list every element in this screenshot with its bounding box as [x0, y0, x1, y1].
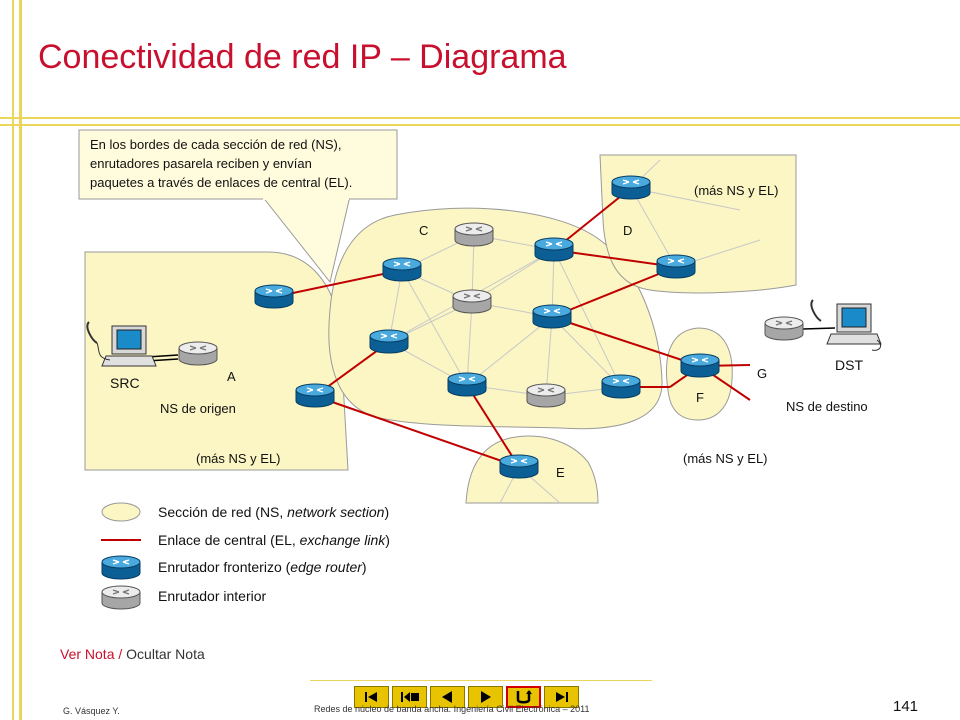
- label-mas-ns-top: (más NS y EL): [694, 183, 779, 198]
- last-page-icon: [556, 692, 568, 702]
- return-icon: [516, 690, 532, 704]
- label-dst: DST: [835, 357, 863, 373]
- left-bar-2: [19, 0, 22, 720]
- top-rule-1: [0, 117, 960, 119]
- hide-note-link[interactable]: Ocultar Nota: [126, 646, 205, 662]
- previous-slide-icon: [442, 691, 452, 703]
- edge-router: [254, 284, 294, 309]
- interior-router-g: [764, 316, 804, 341]
- edge-router: [611, 175, 651, 200]
- legend-edge-text: Enrutador fronterizo (edge router): [158, 559, 367, 575]
- dst-link: [802, 327, 836, 330]
- previous-section-button[interactable]: [392, 686, 427, 708]
- legend-link-text: Enlace de central (EL, exchange link): [158, 532, 390, 548]
- edge-router: [382, 257, 422, 282]
- callout-box: [78, 129, 398, 200]
- nav-rule: [310, 680, 652, 681]
- callout-line-1: En los bordes de cada sección de red (NS…: [90, 137, 341, 152]
- label-c: C: [419, 223, 428, 238]
- legend-section-text: Sección de red (NS, network section): [158, 504, 389, 520]
- page-number: 141: [893, 698, 919, 715]
- label-f: F: [696, 390, 704, 405]
- label-e: E: [556, 465, 565, 480]
- show-note-link[interactable]: Ver Nota: [60, 646, 115, 662]
- interior-router: [526, 383, 566, 408]
- edge-router: [532, 304, 572, 329]
- left-bar-1: [12, 0, 14, 720]
- return-button[interactable]: [506, 686, 541, 708]
- edge-router: [295, 383, 335, 408]
- legend-interior-text: Enrutador interior: [158, 588, 267, 604]
- label-a: A: [227, 369, 236, 384]
- page-title: Conectividad de red IP – Diagrama: [38, 38, 567, 76]
- edge-router: [680, 353, 720, 378]
- label-g: G: [757, 366, 767, 381]
- label-mas-ns-right: (más NS y EL): [683, 451, 768, 466]
- label-ns-destino: NS de destino: [786, 399, 868, 414]
- top-rule-2: [0, 124, 960, 126]
- legend-section-swatch: [101, 502, 141, 522]
- last-page-button[interactable]: [544, 686, 579, 708]
- first-page-icon: [365, 692, 377, 702]
- label-ns-origen: NS de origen: [160, 401, 236, 416]
- first-page-button[interactable]: [354, 686, 389, 708]
- footer-text: Redes de núcleo de banda ancha. Ingenier…: [314, 704, 590, 714]
- callout-line-3: paquetes a través de enlaces de central …: [90, 175, 352, 190]
- next-slide-icon: [481, 691, 491, 703]
- interior-router: [454, 222, 494, 247]
- edge-router: [499, 454, 539, 479]
- author: G. Vásquez Y.: [63, 706, 120, 716]
- edge-router: [601, 374, 641, 399]
- interior-router: [452, 289, 492, 314]
- notes-toggle: Ver Nota / Ocultar Nota: [60, 646, 205, 662]
- src-computer-icon: [86, 321, 157, 367]
- label-d: D: [623, 223, 632, 238]
- slide-navigation: [354, 686, 579, 708]
- legend-edge-router-icon: [101, 555, 141, 580]
- edge-router: [369, 329, 409, 354]
- dst-computer-icon: [810, 299, 882, 351]
- callout-line-2: enrutadores pasarela reciben y envían: [90, 156, 312, 171]
- edge-router: [656, 254, 696, 279]
- notes-separator: /: [114, 646, 127, 662]
- interior-router-a: [178, 341, 218, 366]
- label-mas-ns-left: (más NS y EL): [196, 451, 281, 466]
- edge-router: [447, 372, 487, 397]
- next-slide-button[interactable]: [468, 686, 503, 708]
- edge-router: [534, 237, 574, 262]
- previous-slide-button[interactable]: [430, 686, 465, 708]
- previous-section-icon: [401, 692, 419, 702]
- legend-interior-router-icon: [101, 585, 141, 610]
- label-src: SRC: [110, 375, 140, 391]
